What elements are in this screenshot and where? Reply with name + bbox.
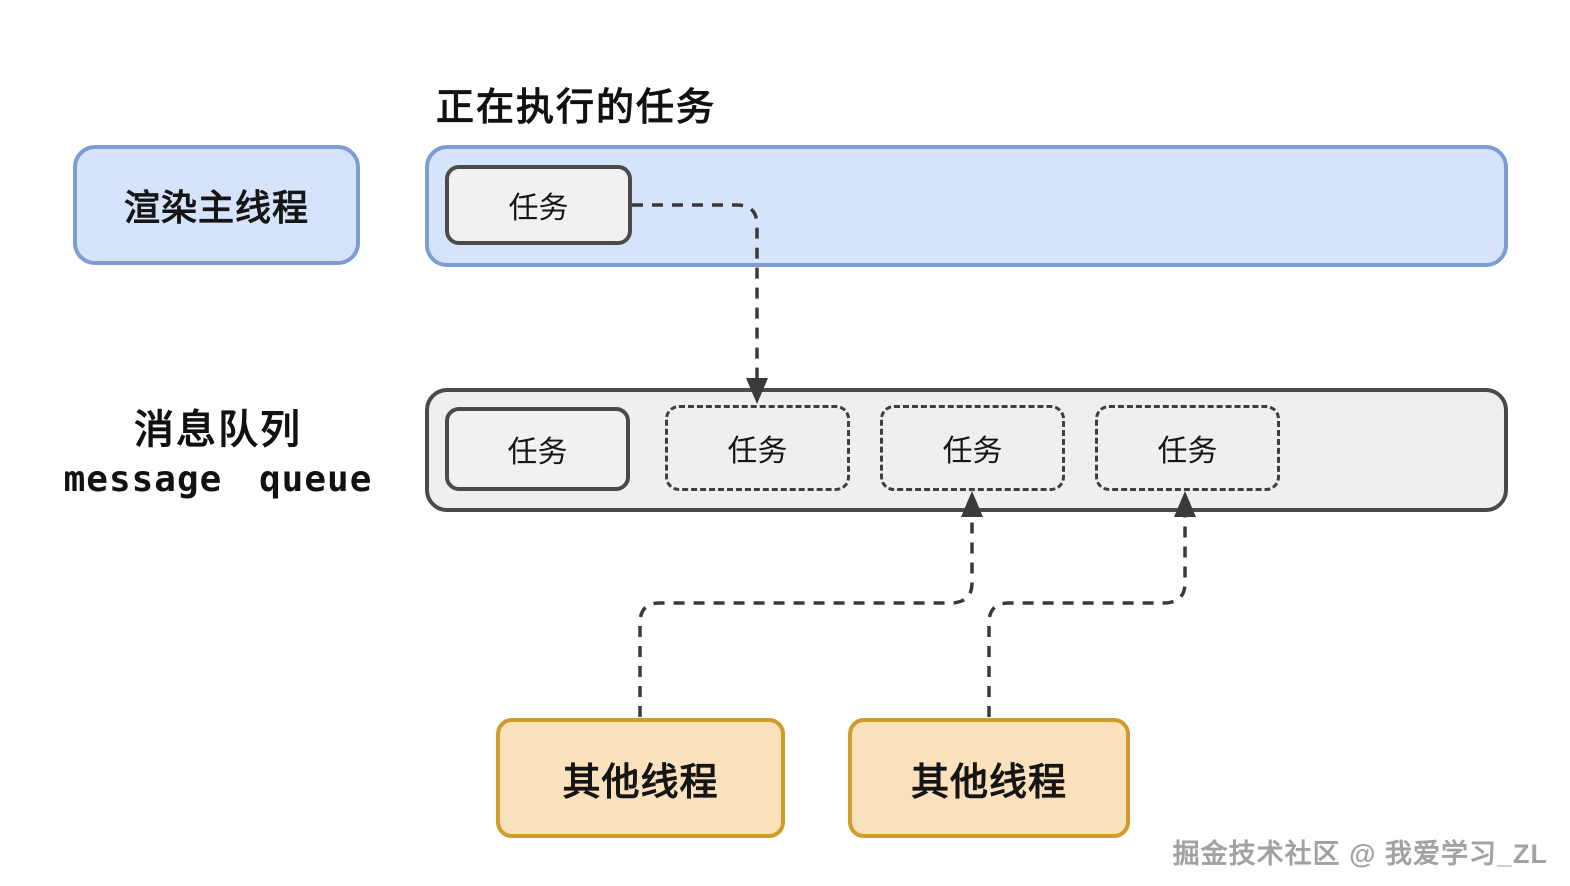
- executing-task-label: 任务: [508, 192, 569, 225]
- render-main-thread-label: 渲染主线程: [123, 187, 309, 228]
- queue-task-1: 任务: [445, 407, 630, 491]
- message-queue-label: 消息队列 message queue: [40, 406, 396, 504]
- other-thread-2-label: 其他线程: [910, 761, 1067, 804]
- connector-other-thread2-to-queue: [987, 508, 1187, 717]
- other-thread-box-2: 其他线程: [848, 718, 1130, 838]
- watermark: 掘金技术社区 @ 我爱学习_ZL: [1172, 839, 1548, 869]
- other-thread-box-1: 其他线程: [496, 718, 785, 838]
- message-queue-label-zh: 消息队列: [134, 408, 302, 452]
- queue-task-2-label: 任务: [727, 435, 788, 468]
- queue-task-4: 任务: [1095, 405, 1280, 491]
- queue-task-1-label: 任务: [507, 436, 568, 469]
- queue-task-3: 任务: [880, 405, 1065, 491]
- queue-task-3-label: 任务: [942, 435, 1003, 468]
- executing-task-title: 正在执行的任务: [436, 87, 717, 129]
- message-queue-label-en: message queue: [63, 459, 373, 500]
- queue-task-4-label: 任务: [1157, 435, 1218, 468]
- render-main-thread-box: 渲染主线程: [73, 145, 360, 265]
- other-thread-1-label: 其他线程: [562, 761, 719, 804]
- executing-task-box: 任务: [445, 165, 632, 245]
- queue-task-2: 任务: [665, 405, 850, 491]
- connector-other-thread1-to-queue: [638, 508, 974, 717]
